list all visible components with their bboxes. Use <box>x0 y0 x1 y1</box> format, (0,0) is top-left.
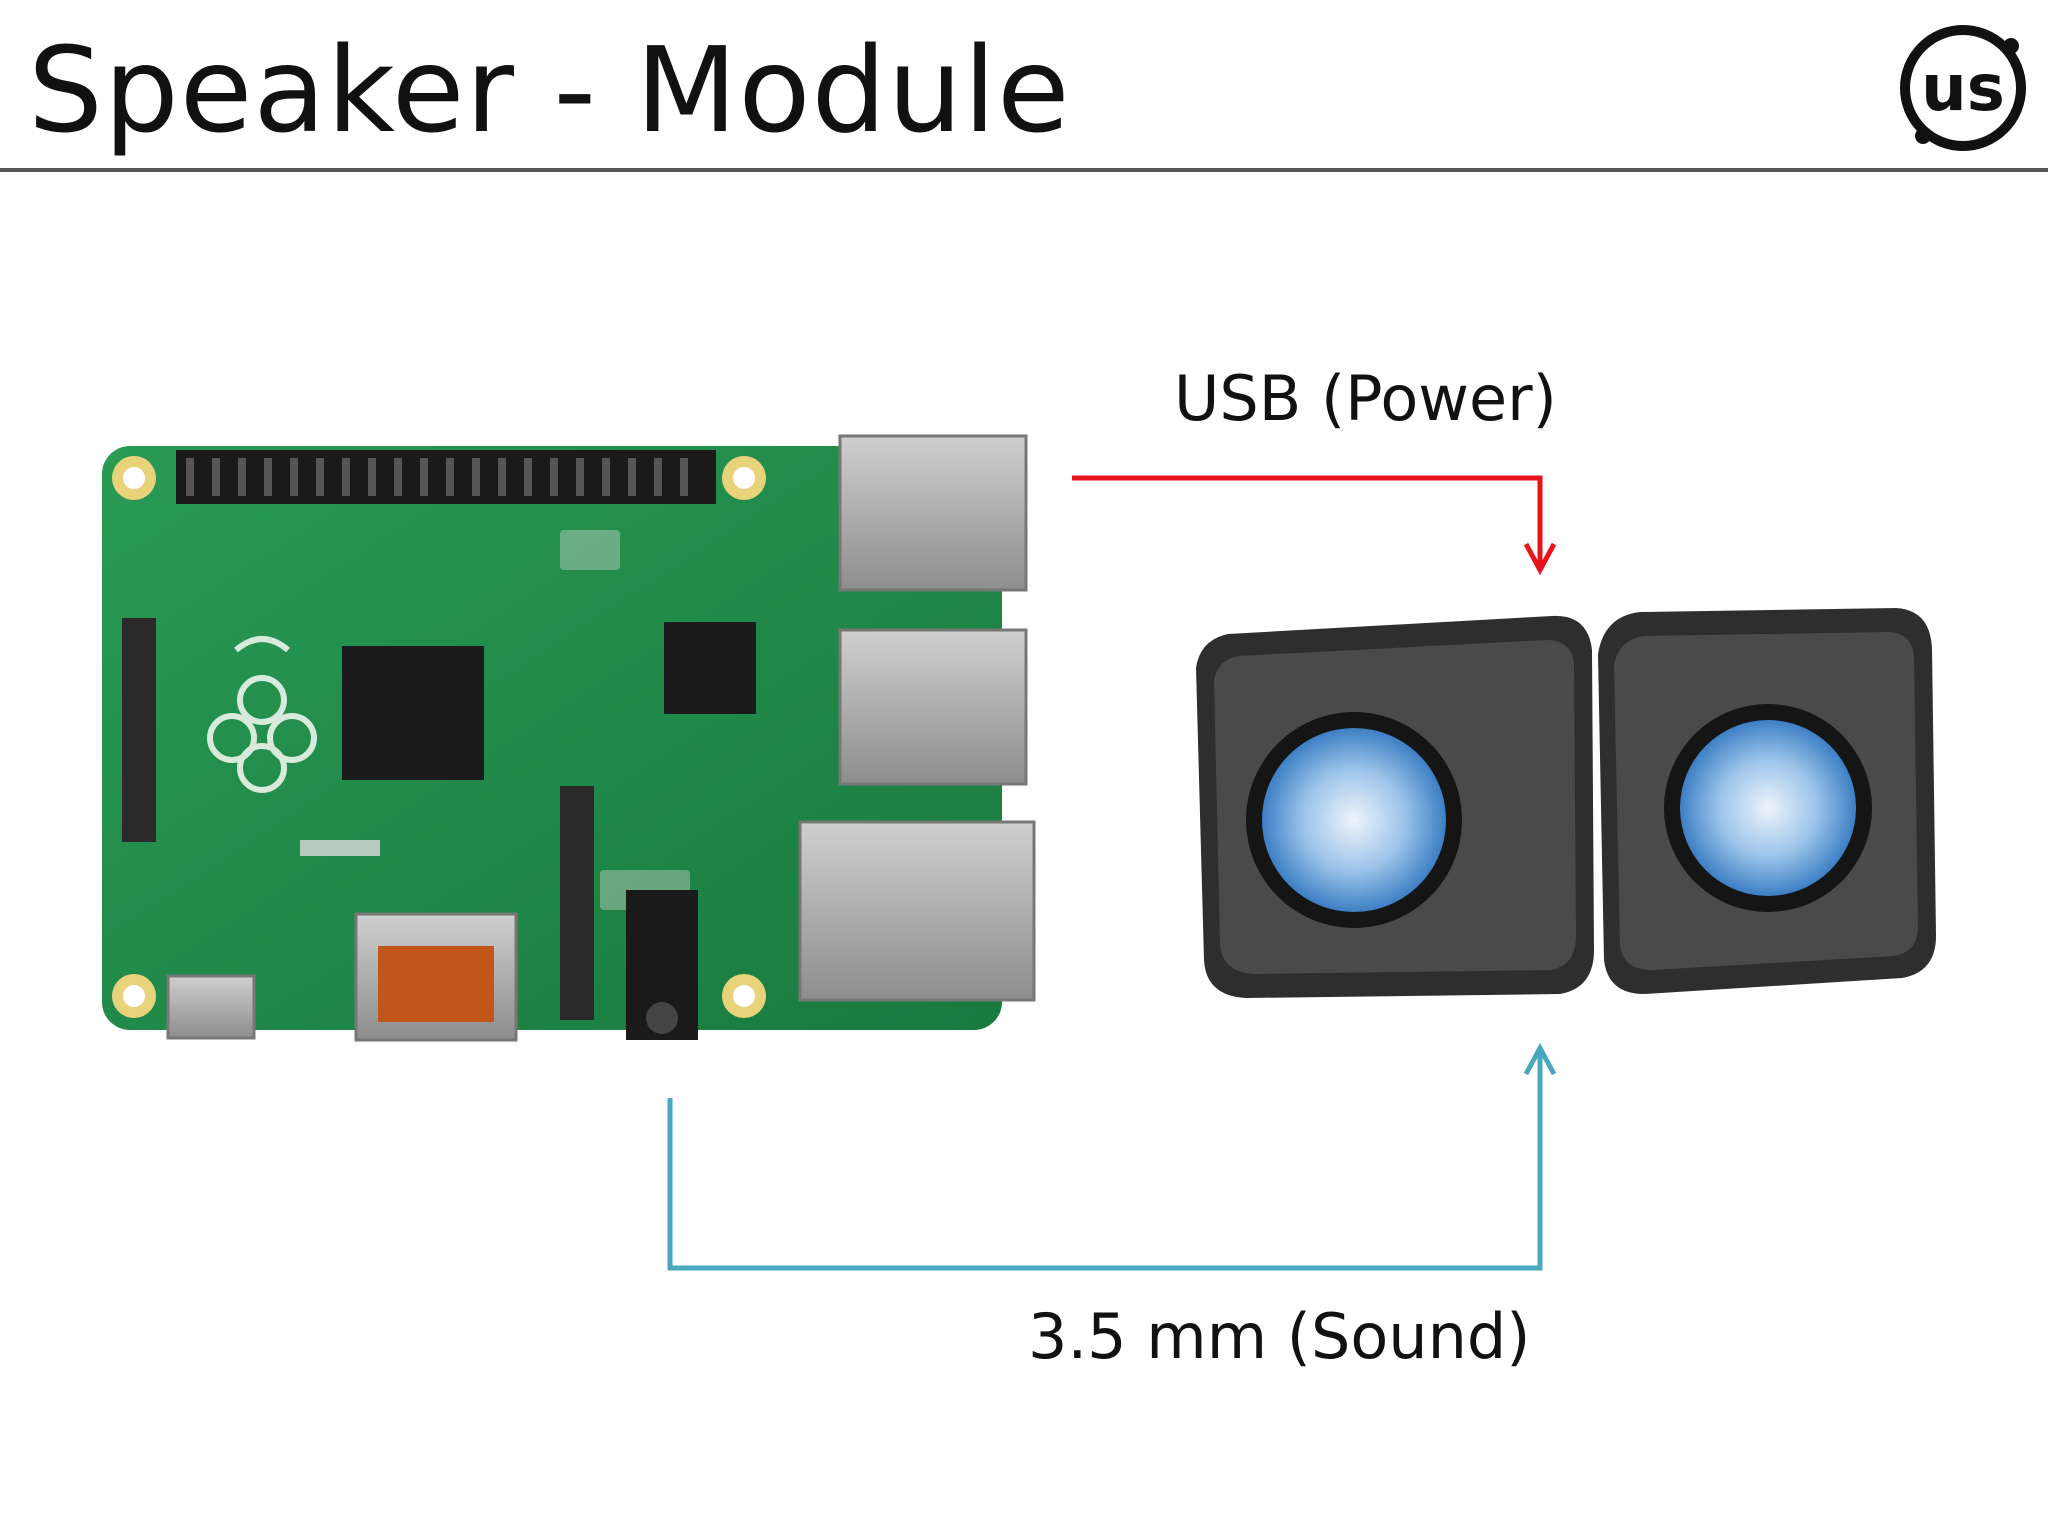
usb-power-label: USB (Power) <box>1174 362 1557 435</box>
raspberry-pi-board-image <box>102 434 1036 1042</box>
speaker-pair-image <box>1196 608 1936 998</box>
us-logo-icon: us <box>1900 25 2026 151</box>
sound-label: 3.5 mm (Sound) <box>1028 1300 1531 1373</box>
right-speaker <box>1598 608 1936 994</box>
page-title: Speaker - Module <box>28 21 1071 159</box>
usb-power-arrow <box>1072 475 1557 576</box>
sound-arrow <box>667 1042 1557 1271</box>
left-speaker <box>1196 615 1594 998</box>
title-divider <box>0 168 2048 172</box>
logo-text: us <box>1921 52 2005 126</box>
